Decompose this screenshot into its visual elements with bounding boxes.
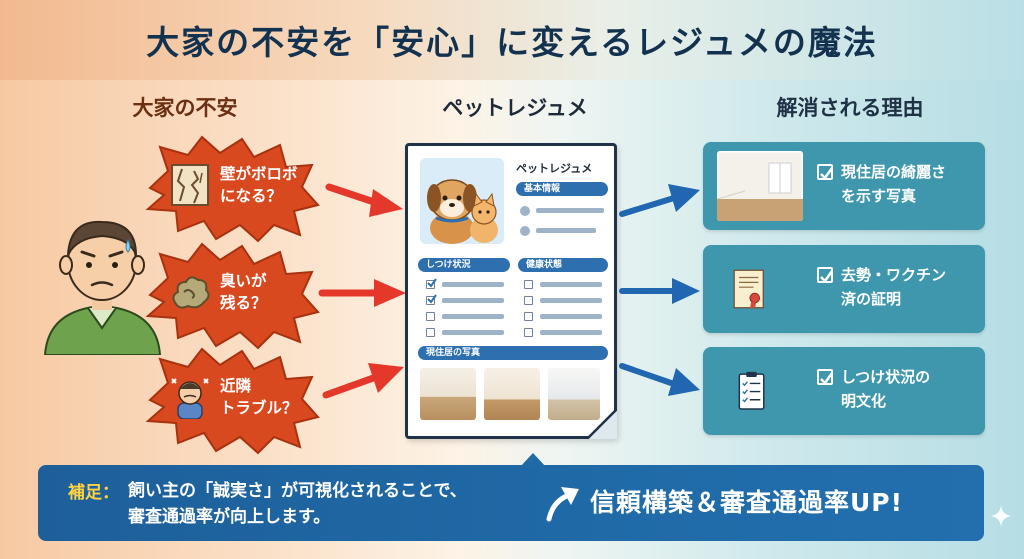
checkbox xyxy=(426,328,435,337)
summary-banner: 補足： 飼い主の「誠実さ」が可視化されることで、 審査通過率が向上します。 信頼… xyxy=(38,453,984,541)
text-line xyxy=(540,298,602,303)
concern-burst-neighbor-trouble: 近隣 トラブル？ xyxy=(140,345,320,455)
certificate-icon xyxy=(733,269,764,311)
resume-title: ペットレジュメ xyxy=(516,162,593,175)
reason-text: 去勢・ワクチン 済の証明 xyxy=(841,266,947,308)
rising-arrow-icon xyxy=(546,487,579,522)
check-icon xyxy=(817,267,834,283)
section-training: しつけ状況 xyxy=(418,258,510,272)
blue-arrow-icon xyxy=(619,278,700,304)
checkmark-icon xyxy=(427,278,437,288)
reason-text: 現住居の綺麗さ を示す写真 xyxy=(841,163,947,205)
checkbox xyxy=(524,312,533,321)
column-title-concerns: 大家の不安 xyxy=(132,96,238,120)
annoyed-neighbor-icon xyxy=(171,378,209,419)
concern-text: 臭いが 残る？ xyxy=(220,272,267,312)
checklist-clipboard-icon xyxy=(738,371,765,410)
worried-person-icon xyxy=(43,220,162,356)
page-fold-icon xyxy=(587,409,617,439)
note-label: 補足： xyxy=(68,483,119,503)
checkbox xyxy=(524,328,533,337)
room-photo xyxy=(548,368,600,420)
check-icon xyxy=(817,164,834,180)
title-banner: 大家の不安を「安心」に変えるレジュメの魔法 xyxy=(0,0,1024,80)
text-line xyxy=(540,282,602,287)
room-photo xyxy=(420,368,476,420)
banner-pointer xyxy=(520,453,546,467)
concern-text: 近隣 トラブル？ xyxy=(220,377,298,417)
reason-text: しつけ状況の 明文化 xyxy=(841,368,931,410)
column-title-resume: ペットレジュメ xyxy=(442,96,588,120)
section-current-home-photos: 現住居の写真 xyxy=(418,346,608,360)
worried-landlord-illustration xyxy=(40,210,165,356)
concern-burst-wall-damage: 壁がボロボ になる？ xyxy=(140,133,320,243)
section-health: 健康状態 xyxy=(518,258,608,272)
pet-resume-document: ペットレジュメ 基本情報 しつけ状況 健康状態 現住居の写真 xyxy=(405,143,617,439)
starburst-shape xyxy=(145,242,320,350)
page-title: 大家の不安を「安心」に変えるレジュメの魔法 xyxy=(146,23,878,62)
text-line xyxy=(540,330,602,335)
concern-text: 壁がボロボ になる？ xyxy=(220,165,298,205)
note-text: 飼い主の「誠実さ」が可視化されることで、 審査通過率が向上します。 xyxy=(128,481,467,527)
reason-card-vaccination-certificate: 去勢・ワクチン 済の証明 xyxy=(703,245,985,333)
text-line xyxy=(442,282,504,287)
checkbox xyxy=(426,312,435,321)
room-photo xyxy=(484,368,540,420)
blue-arrow-icon xyxy=(619,184,700,217)
text-line xyxy=(540,314,602,319)
column-title-reasons: 解消される理由 xyxy=(776,96,924,120)
red-arrow-icon xyxy=(322,363,404,399)
checkbox xyxy=(524,296,533,305)
blue-arrow-icon xyxy=(619,363,700,396)
person-mini-icon xyxy=(520,226,530,236)
text-line xyxy=(536,228,596,233)
text-line xyxy=(536,208,604,213)
dog-and-cat-icon xyxy=(427,179,498,244)
odor-cloud-icon xyxy=(172,276,210,309)
checkmark-icon xyxy=(427,294,437,304)
starburst-shape xyxy=(145,135,320,243)
check-icon xyxy=(817,369,834,385)
text-line xyxy=(442,314,504,319)
reason-card-training-documented: しつけ状況の 明文化 xyxy=(703,347,985,435)
concern-burst-odor: 臭いが 残る？ xyxy=(140,240,320,350)
pet-photo xyxy=(420,158,504,244)
checkbox xyxy=(524,280,533,289)
damaged-wall-icon xyxy=(171,164,209,206)
reason-card-home-photos: 現住居の綺麗さ を示す写真 xyxy=(703,142,985,230)
text-line xyxy=(442,298,504,303)
text-line xyxy=(442,330,504,335)
red-arrow-icon xyxy=(318,279,406,307)
person-mini-icon xyxy=(520,206,530,216)
red-arrow-icon xyxy=(325,183,403,217)
section-basic-info: 基本情報 xyxy=(516,182,608,196)
sparkle-icon xyxy=(990,505,1012,527)
starburst-shape xyxy=(145,347,320,455)
room-photo-icon xyxy=(717,151,803,221)
result-headline: 信頼構築＆審査通過率UP! xyxy=(590,488,904,517)
